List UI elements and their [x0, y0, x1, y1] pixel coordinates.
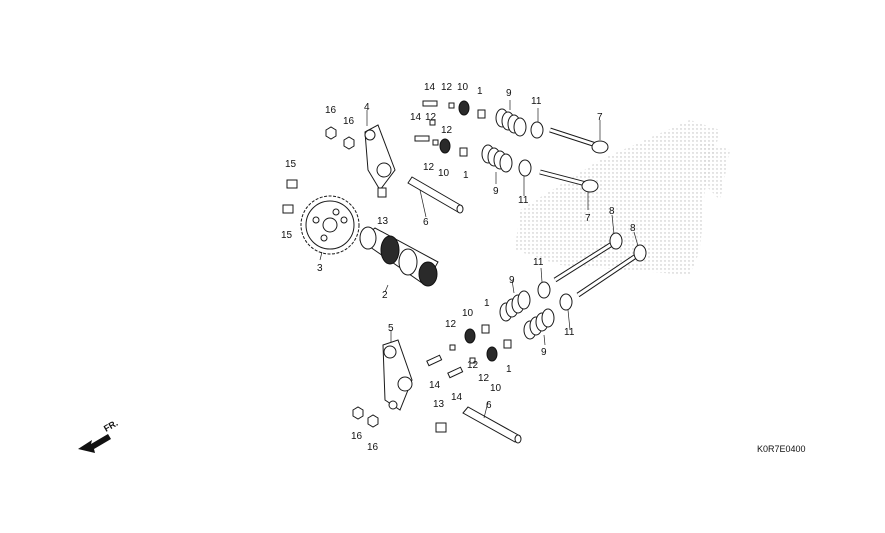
callout-9: 9 [541, 347, 547, 358]
callouts: 1 1 1 1 2 3 4 5 6 6 7 7 8 8 9 9 9 9 10 1… [281, 82, 636, 453]
callout-11: 11 [533, 257, 544, 268]
callout-1: 1 [463, 170, 469, 181]
callout-3: 3 [317, 263, 323, 274]
callout-13: 13 [377, 216, 389, 227]
callout-6: 6 [486, 400, 492, 411]
rocker-shaft-upper [407, 176, 464, 214]
valve-7-lower [539, 169, 599, 193]
callout-9: 9 [509, 275, 515, 286]
valve-spring-upper-2 [481, 144, 513, 173]
callout-11: 11 [531, 96, 542, 107]
callout-6: 6 [423, 217, 429, 228]
valve-7-upper [549, 127, 609, 154]
callout-12: 12 [445, 319, 457, 330]
arrow-left-down-icon: FR. [78, 418, 120, 453]
callout-16: 16 [367, 442, 379, 453]
callout-16: 16 [351, 431, 363, 442]
wing-logo-watermark [515, 120, 730, 275]
leader-lines [319, 100, 639, 419]
callout-10: 10 [438, 168, 450, 179]
callout-12: 12 [425, 112, 437, 123]
callout-10: 10 [457, 82, 469, 93]
callout-11: 11 [518, 195, 529, 206]
callout-10: 10 [462, 308, 474, 319]
valve-spring-lower-1 [499, 290, 531, 322]
callout-16: 16 [325, 105, 337, 116]
retainers-and-seals [429, 100, 512, 364]
reference-code: K0R7E0400 [757, 444, 806, 454]
callout-8: 8 [630, 223, 636, 234]
callout-10: 10 [490, 383, 502, 394]
callout-12: 12 [441, 125, 453, 136]
callout-8: 8 [609, 206, 615, 217]
cam-sprocket [300, 195, 360, 255]
callout-12: 12 [441, 82, 453, 93]
callout-1: 1 [506, 364, 512, 375]
valve-spring-lower-2 [523, 308, 555, 340]
callout-7: 7 [585, 213, 591, 224]
callout-12: 12 [478, 373, 490, 384]
callout-15: 15 [281, 230, 293, 241]
callout-16: 16 [343, 116, 355, 127]
callout-12: 12 [423, 162, 435, 173]
callout-14: 14 [424, 82, 436, 93]
camshaft [359, 226, 439, 287]
valve-8-lower [576, 244, 647, 298]
rocker-arm-upper [364, 124, 396, 191]
valve-spring-upper-1 [495, 108, 527, 137]
callout-12: 12 [467, 360, 479, 371]
callout-14: 14 [429, 380, 441, 391]
callout-1: 1 [484, 298, 490, 309]
callout-4: 4 [364, 102, 370, 113]
callout-9: 9 [493, 186, 499, 197]
callout-11: 11 [564, 327, 575, 338]
callout-2: 2 [382, 290, 388, 301]
callout-1: 1 [477, 86, 483, 97]
fasteners [282, 100, 464, 433]
callout-5: 5 [388, 323, 394, 334]
rocker-shaft-lower [462, 406, 522, 444]
callout-7: 7 [597, 112, 603, 123]
callout-14: 14 [410, 112, 422, 123]
valve-8-upper [553, 232, 623, 283]
callout-14: 14 [451, 392, 463, 403]
spring-seats [518, 121, 573, 311]
callout-13: 13 [433, 399, 445, 410]
rocker-arm-lower [382, 339, 413, 411]
callout-15: 15 [285, 159, 297, 170]
direction-label: FR. [102, 418, 120, 434]
callout-9: 9 [506, 88, 512, 99]
